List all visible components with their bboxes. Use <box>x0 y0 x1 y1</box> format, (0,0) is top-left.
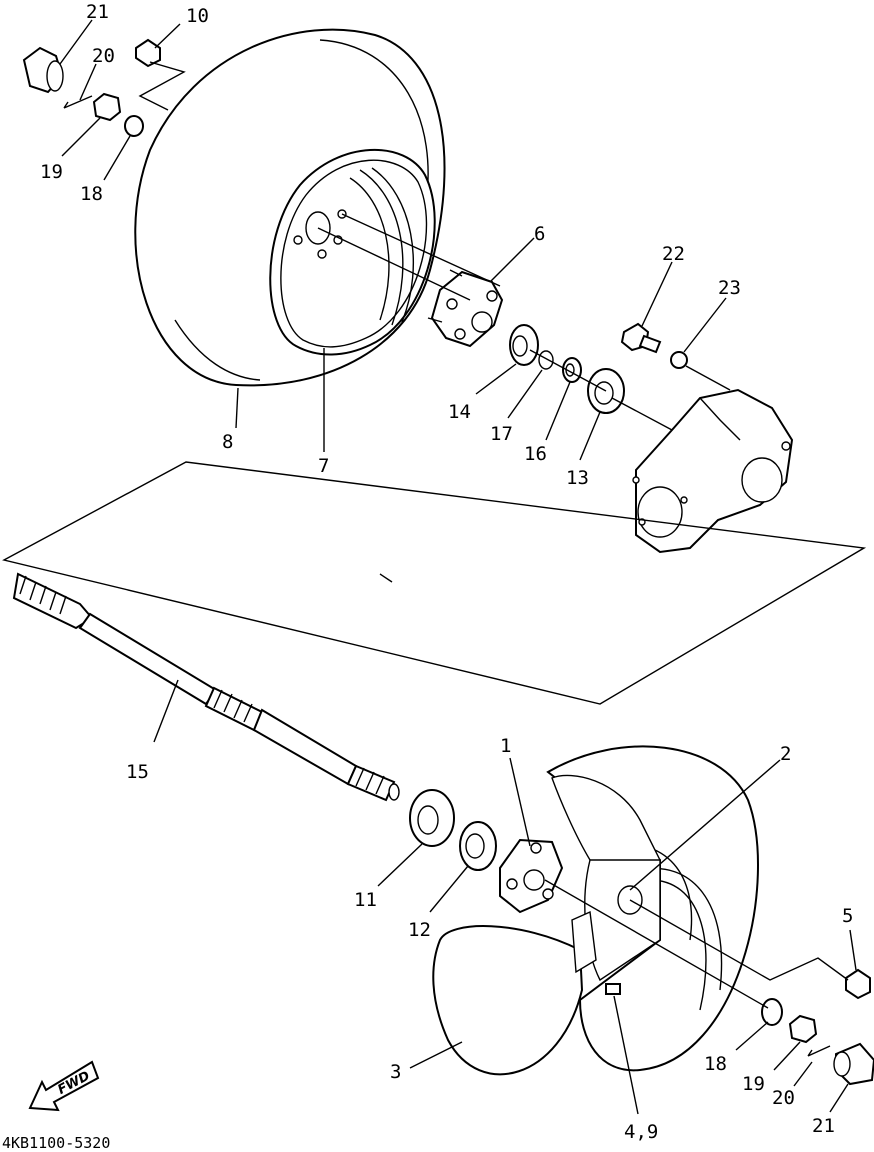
seal-12 <box>459 821 497 871</box>
tire-bottom <box>432 745 759 1076</box>
callout-19-bottom: 19 <box>742 1073 765 1095</box>
callout-2: 2 <box>780 743 791 765</box>
callout-14: 14 <box>448 401 471 423</box>
callout-23: 23 <box>718 277 741 299</box>
bolt-4-9 <box>605 983 621 995</box>
callout-18-top: 18 <box>80 183 103 205</box>
cotter-pin-20-top <box>63 95 93 109</box>
callout-8: 8 <box>222 431 233 453</box>
top-axis-line <box>138 61 186 111</box>
hub-bottom <box>499 838 564 914</box>
callout-6: 6 <box>534 223 545 245</box>
callout-10: 10 <box>186 5 209 27</box>
callout-21-bottom: 21 <box>812 1115 835 1137</box>
fwd-arrow-icon: FWD <box>28 1060 100 1112</box>
bolt-22 <box>620 322 662 354</box>
wheel-rim-bottom <box>551 774 661 982</box>
callout-1: 1 <box>500 735 511 757</box>
callout-13: 13 <box>566 467 589 489</box>
callout-18-bottom: 18 <box>704 1053 727 1075</box>
wheel-rim-top <box>269 148 436 356</box>
nut-10 <box>135 38 161 68</box>
callout-4-9: 4,9 <box>624 1121 658 1143</box>
nut-5 <box>845 968 871 1000</box>
washer-18-bottom <box>761 998 783 1026</box>
washer-23 <box>670 351 688 369</box>
bearing-11 <box>409 789 455 847</box>
leader-lines <box>59 19 857 1115</box>
callout-5: 5 <box>842 905 853 927</box>
callout-22: 22 <box>662 243 685 265</box>
diagram-code: 4KB1100-5320 <box>2 1134 110 1152</box>
callout-17: 17 <box>490 423 513 445</box>
top-bolt-line <box>685 365 731 391</box>
cotter-pin-20-bottom <box>807 1045 831 1057</box>
enclosure-dash <box>379 573 393 583</box>
callout-15: 15 <box>126 761 149 783</box>
final-gear-housing <box>632 388 794 554</box>
callout-20-top: 20 <box>92 45 115 67</box>
callout-7: 7 <box>318 455 329 477</box>
castle-nut-19-top <box>92 92 122 122</box>
o-ring-17 <box>538 350 554 370</box>
callout-3: 3 <box>390 1061 401 1083</box>
bottom-axis-line <box>544 879 849 1009</box>
axle-15 <box>12 572 400 802</box>
top-center-line <box>317 213 673 431</box>
callout-16: 16 <box>524 443 547 465</box>
castle-nut-19-bottom <box>788 1014 818 1044</box>
cap-21-bottom <box>833 1042 874 1086</box>
callout-19-top: 19 <box>40 161 63 183</box>
callout-12: 12 <box>408 919 431 941</box>
callout-11: 11 <box>354 889 377 911</box>
callout-20-bottom: 20 <box>772 1087 795 1109</box>
washer-18-top <box>124 115 144 137</box>
enclosure-box <box>2 461 867 705</box>
callout-21-top: 21 <box>86 1 109 23</box>
cap-21-top <box>22 46 64 94</box>
bearing-14 <box>509 324 539 366</box>
